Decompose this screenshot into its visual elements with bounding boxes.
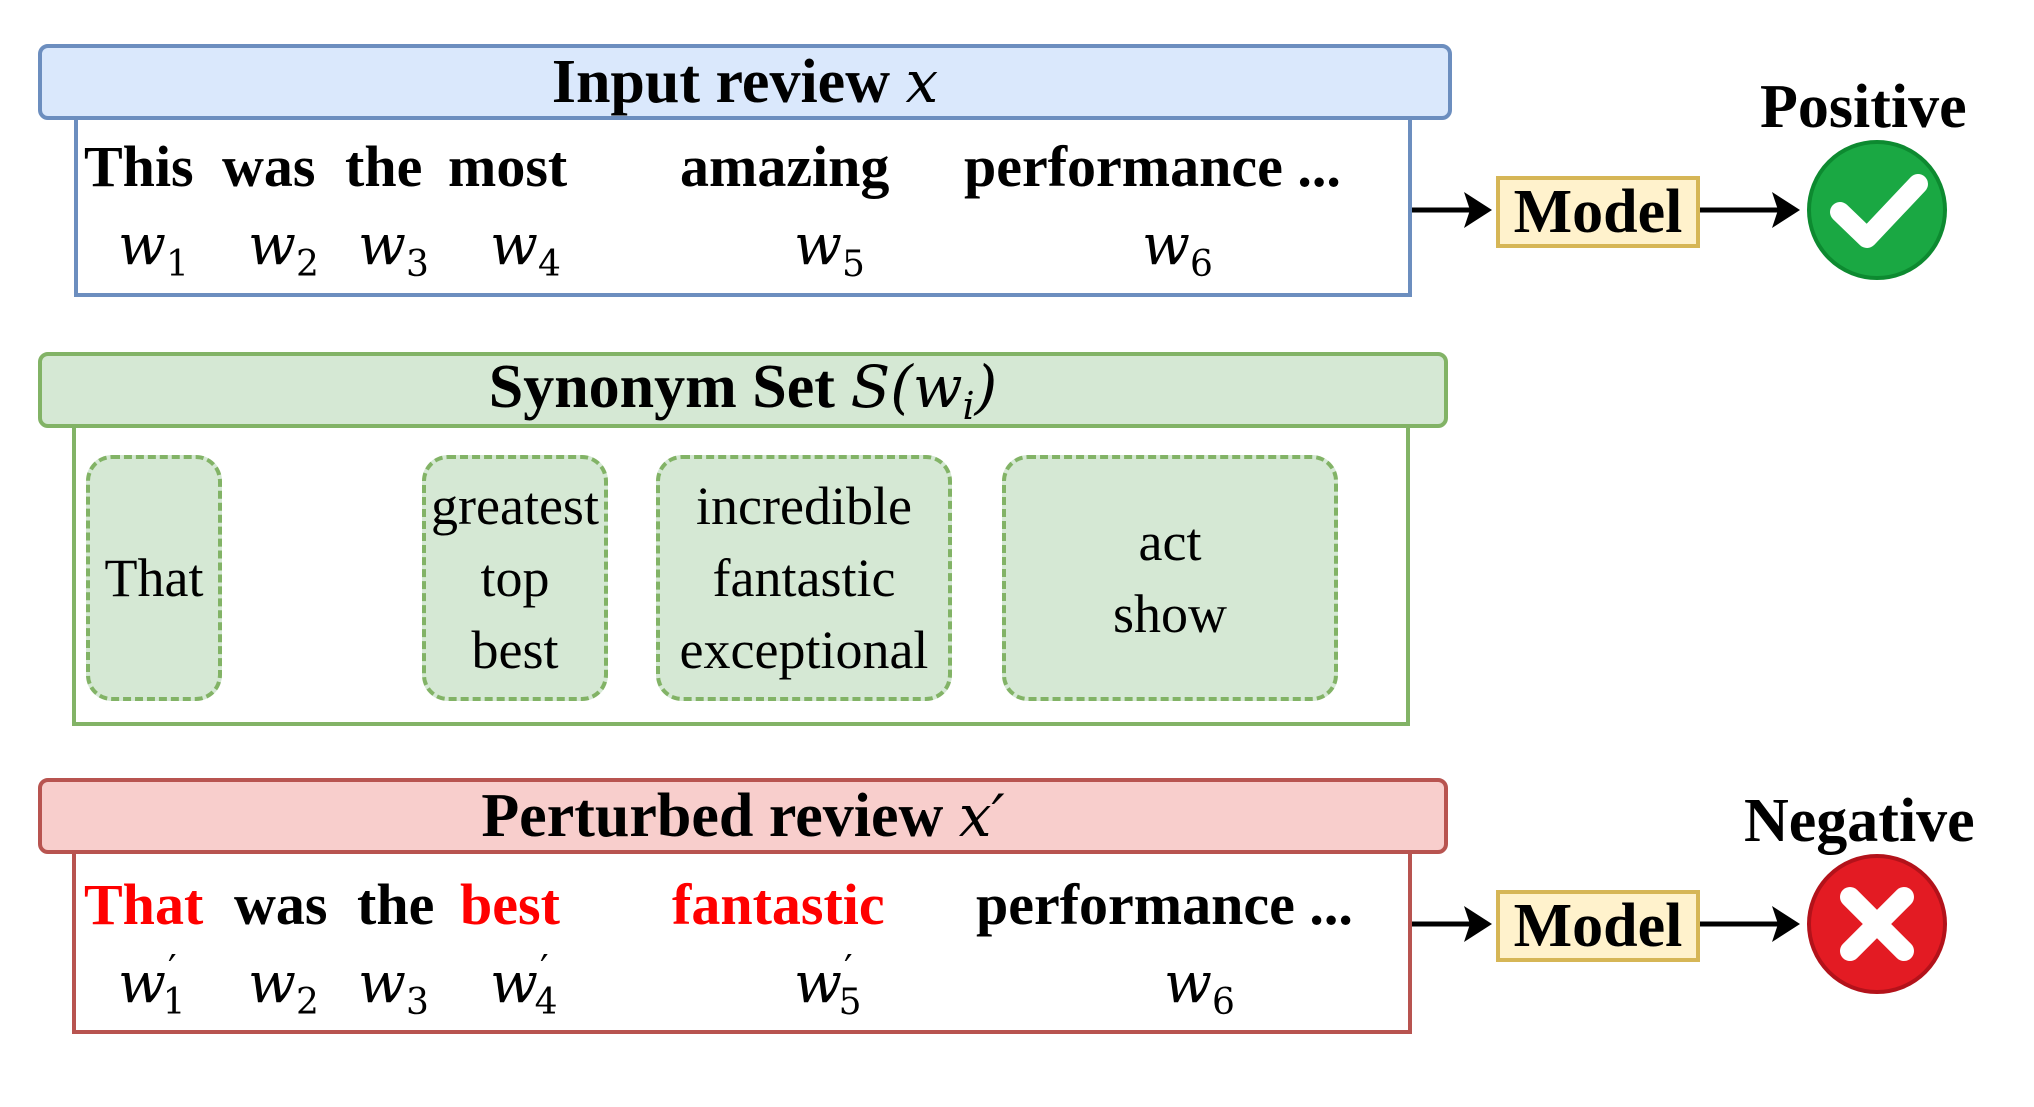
synonym-word: incredible	[696, 476, 912, 536]
input-symbol: w5	[794, 213, 865, 285]
input-review-title: Input review	[551, 48, 890, 116]
synonym-set-var: S(wi)	[850, 352, 998, 428]
arrow-model-to-positive	[1700, 192, 1800, 228]
synonym-word: act	[1138, 512, 1202, 572]
synonym-word: That	[104, 548, 204, 608]
input-word: performance ...	[964, 134, 1341, 199]
perturbed-word-changed: fantastic	[672, 872, 885, 937]
perturbed-word: was	[234, 872, 328, 937]
input-symbol: w3	[358, 213, 429, 285]
synonym-word: best	[471, 620, 559, 680]
synonym-group-w5: incredible fantastic exceptional	[656, 455, 952, 701]
arrow-model-to-negative	[1700, 906, 1800, 942]
arrow-perturbed-to-model	[1412, 906, 1492, 942]
check-icon	[1807, 140, 1947, 280]
synonym-group-w1: That	[86, 455, 222, 701]
perturbed-symbol: w3	[358, 951, 429, 1023]
synonym-set-header: Synonym Set S(wi)	[38, 352, 1448, 428]
input-word: amazing	[680, 134, 890, 199]
arrow-input-to-model	[1412, 192, 1492, 228]
input-review-var: x	[905, 48, 939, 116]
synonym-word: show	[1112, 584, 1227, 644]
input-symbol: w2	[248, 213, 319, 285]
input-word: most	[448, 134, 568, 199]
perturbed-word: performance ...	[976, 872, 1353, 937]
input-symbol: w1	[118, 213, 189, 285]
perturbed-word: the	[357, 872, 435, 937]
input-review-header: Input review x	[38, 44, 1452, 120]
perturbed-word-changed: best	[460, 872, 560, 937]
model-box-bottom: Model	[1496, 890, 1700, 962]
model-label: Model	[1513, 891, 1683, 960]
synonym-set-title: Synonym Set	[488, 352, 835, 421]
model-label: Model	[1513, 177, 1683, 246]
model-box-top: Model	[1496, 176, 1700, 248]
input-symbol: w6	[1142, 213, 1213, 285]
perturbed-symbol: w6	[1164, 951, 1235, 1023]
perturbed-symbol: w2	[248, 951, 319, 1023]
input-word: was	[222, 134, 316, 199]
perturbed-symbol: w′4	[490, 947, 558, 1023]
input-symbol: w4	[490, 213, 561, 285]
synonym-group-w6: act show	[1002, 455, 1338, 701]
input-word: the	[345, 134, 423, 199]
synonym-word: fantastic	[712, 548, 896, 608]
perturbed-word-changed: That	[84, 872, 204, 937]
positive-label: Positive	[1760, 73, 1967, 141]
cross-icon	[1807, 854, 1947, 994]
perturbed-review-var: x′	[958, 782, 1005, 850]
synonym-word: top	[480, 548, 550, 608]
synonym-word: greatest	[431, 476, 599, 536]
input-word: This	[84, 134, 194, 199]
perturbed-review-header: Perturbed review x′	[38, 778, 1448, 854]
perturbed-symbol: w′1	[118, 947, 186, 1023]
negative-label: Negative	[1744, 787, 1975, 855]
perturbed-symbol: w′5	[794, 947, 862, 1023]
perturbed-review-title: Perturbed review	[481, 782, 944, 850]
synonym-group-w4: greatest top best	[422, 455, 608, 701]
synonym-word: exceptional	[679, 620, 929, 680]
